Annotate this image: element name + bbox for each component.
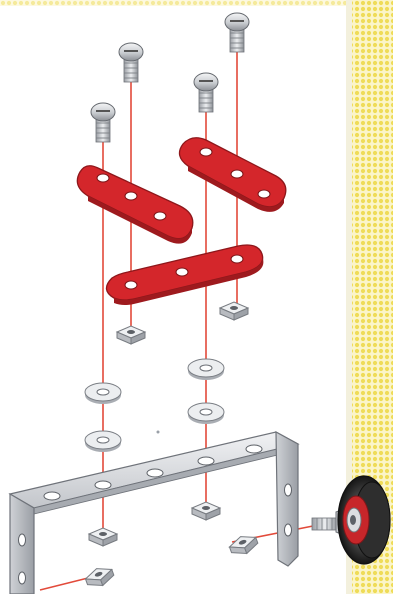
bolt [193, 72, 219, 113]
red-strip-bottom [105, 244, 264, 305]
square-nut [84, 568, 115, 587]
washer [84, 430, 122, 452]
square-nut [87, 527, 119, 547]
page-curl-shadow [346, 0, 352, 594]
red-strip-left [76, 165, 194, 244]
washer [84, 382, 122, 404]
square-nut [115, 325, 147, 345]
halftone-top-edge [0, 0, 393, 6]
bolt [118, 42, 144, 83]
square-nut [190, 501, 222, 521]
bolt [90, 102, 116, 143]
washer [187, 358, 225, 380]
wheel-assembly [311, 475, 391, 565]
square-nut [228, 536, 259, 555]
square-nut [218, 301, 250, 321]
red-strip-right [178, 137, 287, 212]
dot-mark [156, 430, 160, 434]
washer [187, 402, 225, 424]
u-bracket [8, 430, 300, 594]
bolt [224, 12, 250, 53]
